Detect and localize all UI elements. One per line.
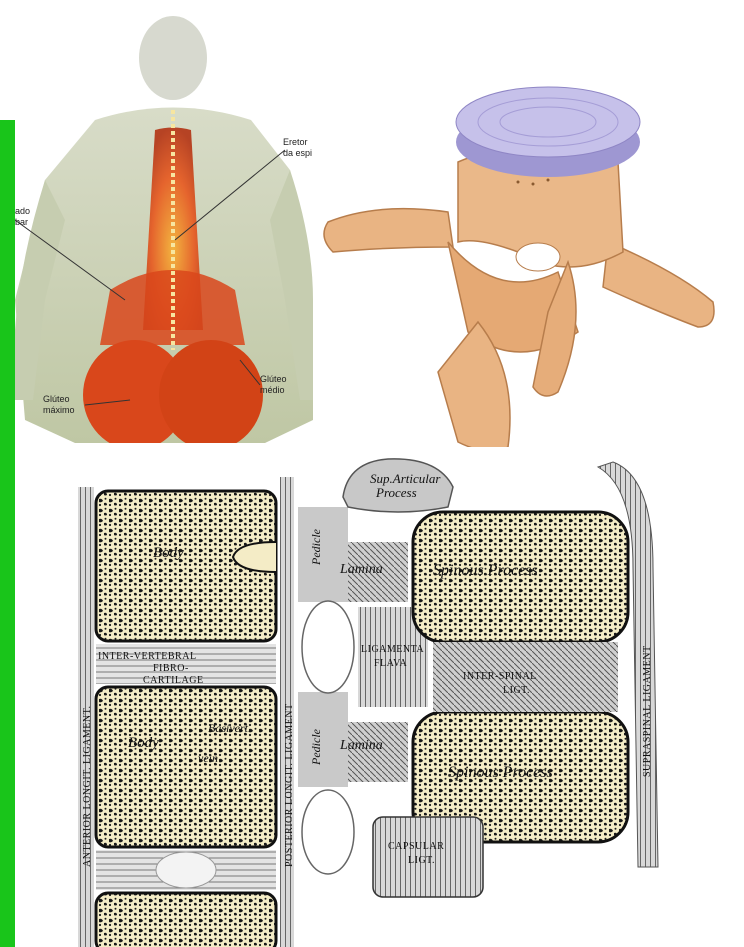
label-lamina-upper: Lamina [339,562,383,577]
label-body-lower: Body [128,735,159,751]
label-spinous-process-lower: Spinous Process [448,764,553,781]
vertebral-foramen [516,243,560,271]
green-side-bar [0,120,15,947]
head [139,16,207,100]
vertebral-body-lower [96,687,276,847]
label-anterior-longit-ligament: ANTERIOR LONGIT. LIGAMENT. [82,706,93,868]
vertebral-body-bottom [96,893,276,947]
label-pedicle-upper: Pedicle [309,528,323,566]
pedicle-upper-strip [298,507,348,602]
spine-sagittal-section: ANTERIOR LONGIT. LIGAMENT. POSTERIOR LON… [58,447,744,947]
label-lamina-lower: Lamina [339,738,383,753]
right-transverse-process [603,242,714,327]
nucleus-pulposus [156,852,216,888]
lumbar-vertebra-illustration [318,72,738,460]
label-spinous-process-upper: Spinous Process [433,562,538,579]
intervertebral-foramen-upper [302,601,354,693]
left-transverse-process [324,209,453,252]
label-pedicle-lower: Pedicle [309,728,323,766]
label-posterior-longit-ligament: POSTERIOR LONGIT. LIGAMENT [284,703,295,867]
label-body-upper: Body [153,545,184,561]
intervertebral-foramen-lower [302,790,354,874]
label-supraspinal-ligament: SUPRASPINAL LIGAMENT [642,645,653,777]
